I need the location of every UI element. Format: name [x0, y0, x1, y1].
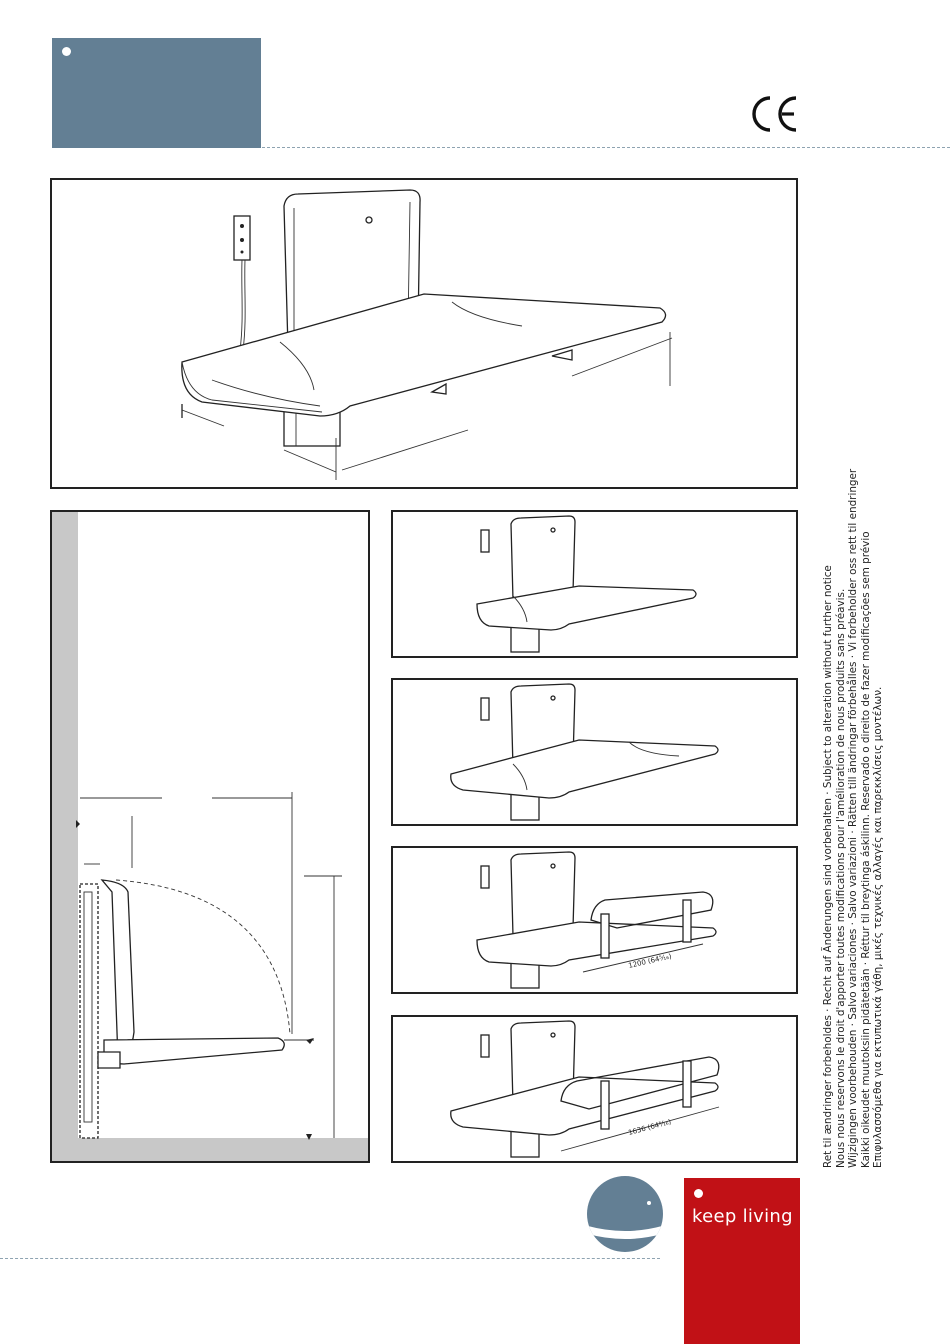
- notice-line: Wijzigingen voorbehouden · Salvo variaci…: [847, 468, 859, 1168]
- ce-mark: [750, 94, 800, 134]
- variant-panel-4: 1636 (64⁵⁄₁₆): [391, 1015, 798, 1163]
- alteration-notice: Ret til ændringer forbeholdes · Recht au…: [822, 408, 885, 1168]
- header-divider: [262, 147, 950, 148]
- brand-dot: [62, 47, 71, 56]
- dim-label-1200: 1200 (64⁵⁄₁₆): [628, 952, 673, 970]
- brand-color-block: [52, 38, 261, 148]
- dim-label-1636: 1636 (64⁵⁄₁₆): [627, 1118, 672, 1137]
- slogan-dot: [694, 1189, 703, 1198]
- product-overview-panel: [50, 178, 798, 489]
- company-logo: [585, 1174, 665, 1254]
- notice-line: Kaikki oikeudet muutoksiin pidätetään · …: [859, 531, 872, 1168]
- variant-panel-3: 1200 (64⁵⁄₁₆): [391, 846, 798, 994]
- footer-divider: [0, 1258, 660, 1259]
- slogan-text: keep living: [692, 1206, 793, 1227]
- slogan-block: [684, 1178, 800, 1344]
- variant-panel-1: [391, 510, 798, 658]
- changing-table-illustration: [181, 189, 673, 480]
- notice-line: Επιφυλασσόμεθα για εκτυπωτικά γάθη, μικέ…: [872, 686, 884, 1168]
- notice-line: Ret til ændringer forbeholdes · Recht au…: [822, 565, 834, 1168]
- side-elevation-panel: [50, 510, 370, 1163]
- side-elevation-drawing: [52, 512, 368, 1161]
- notice-line: Nous nous reservons le droit d'apporter …: [834, 588, 847, 1168]
- variant-panel-2: [391, 678, 798, 826]
